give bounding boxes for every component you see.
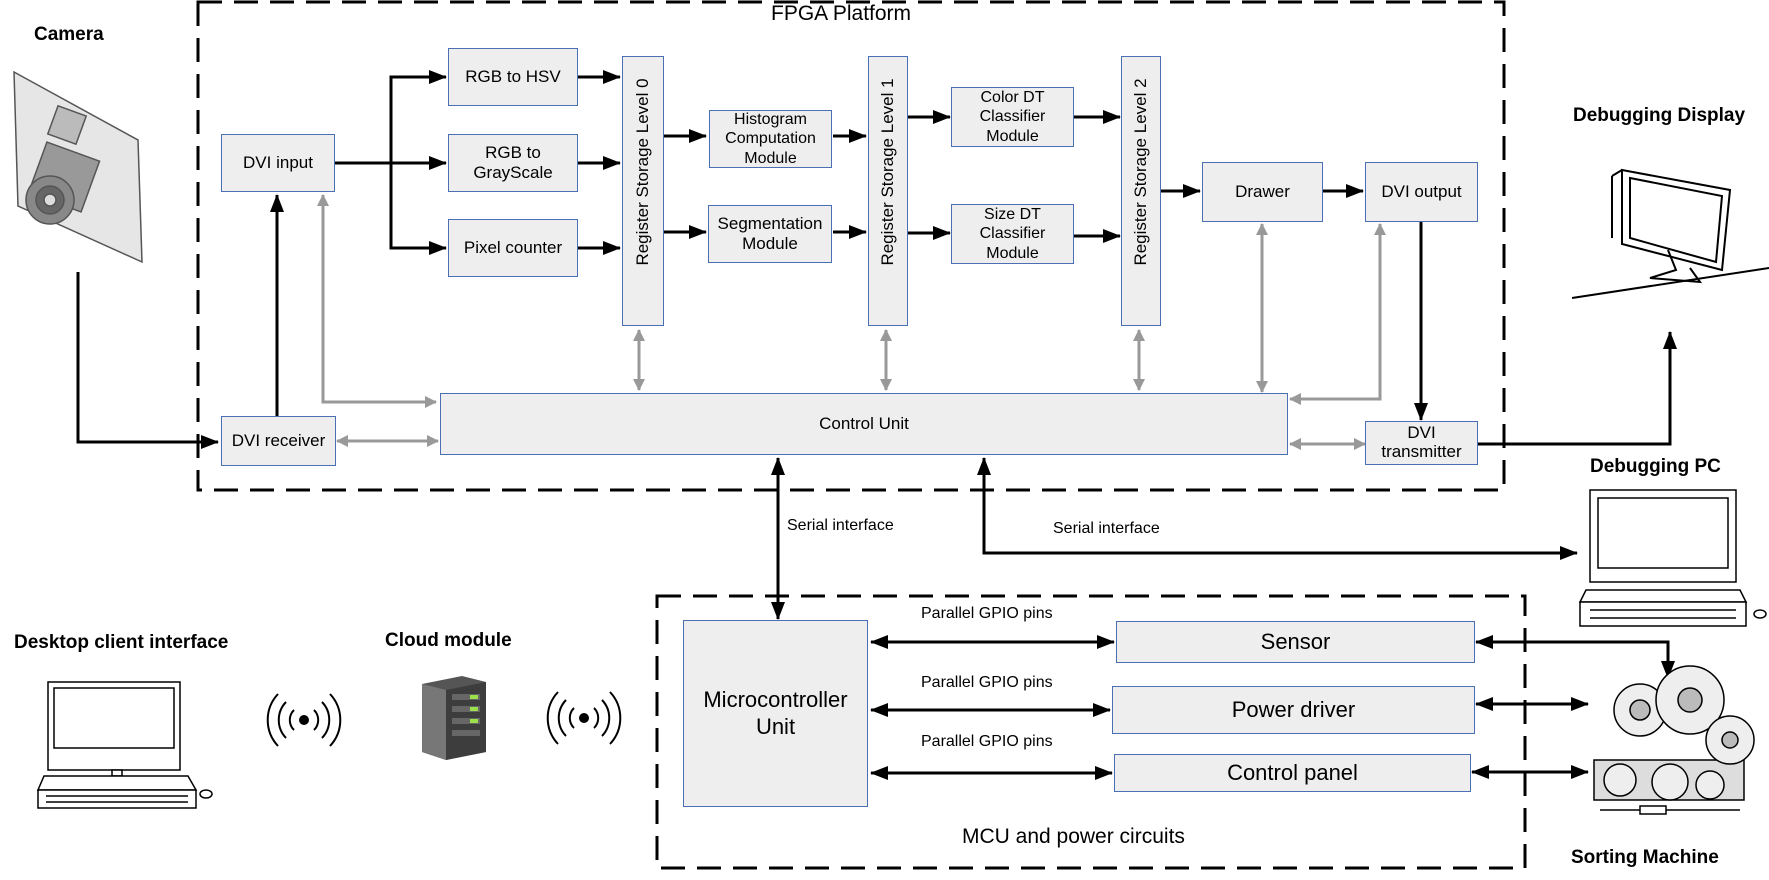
- register-storage-level-1[interactable]: [868, 56, 908, 326]
- sorting-machine-icon: [1593, 665, 1755, 815]
- dvi-input-block[interactable]: DVI input: [221, 134, 335, 192]
- server-icon: [422, 676, 486, 760]
- monitor-icon: [1571, 168, 1769, 299]
- gpio-label-3: Parallel GPIO pins: [921, 733, 1053, 750]
- sorting-machine-title: Sorting Machine: [1571, 847, 1719, 868]
- arrow-sensor-machine: [1475, 635, 1675, 679]
- rgb-to-hsv-block[interactable]: RGB to HSV: [448, 48, 578, 106]
- gpio-label-1: Parallel GPIO pins: [921, 605, 1053, 622]
- power-driver-block[interactable]: Power driver: [1112, 686, 1475, 734]
- arrow-to-counter: [389, 163, 447, 255]
- desktop-client-title: Desktop client interface: [14, 632, 229, 653]
- arrow-transmitter-display: [1478, 331, 1677, 446]
- wireless-icon-right: [546, 691, 622, 745]
- desktop-client-icon: [36, 681, 213, 809]
- camera-icon: [13, 70, 143, 264]
- dvi-output-block[interactable]: DVI output: [1365, 162, 1478, 222]
- register-level-2-label: Register Storage Level 2: [1131, 78, 1150, 266]
- pixel-counter-block[interactable]: Pixel counter: [448, 219, 578, 277]
- drawer-block[interactable]: Drawer: [1202, 162, 1323, 222]
- debugging-display-title: Debugging Display: [1573, 105, 1746, 126]
- mcu-section-title: MCU and power circuits: [962, 825, 1185, 848]
- arrow-to-hsv: [389, 70, 447, 163]
- mcu-frame: [655, 594, 1527, 870]
- debug-pc-icon: [1578, 489, 1767, 627]
- serial-interface-label-1: Serial interface: [787, 517, 894, 534]
- arrow-camera-receiver: [76, 272, 219, 449]
- cloud-module-title: Cloud module: [385, 630, 512, 651]
- register-storage-level-0[interactable]: [622, 56, 664, 326]
- ctrl-input-cu: [317, 194, 437, 408]
- sensor-block[interactable]: Sensor: [1116, 621, 1475, 663]
- ctrl-output-cu: [1289, 223, 1386, 405]
- gpio-label-2: Parallel GPIO pins: [921, 674, 1053, 691]
- control-panel-block[interactable]: Control panel: [1114, 754, 1471, 792]
- register-level-0-label: Register Storage Level 0: [633, 78, 652, 266]
- register-storage-level-2[interactable]: [1121, 56, 1161, 326]
- control-unit-block[interactable]: Control Unit: [440, 393, 1288, 455]
- serial-interface-label-2: Serial interface: [1053, 520, 1160, 537]
- arrow-serial-pc: [977, 457, 1578, 560]
- camera-title: Camera: [34, 24, 104, 45]
- fpga-platform-frame: [196, 0, 1506, 492]
- debugging-pc-title: Debugging PC: [1590, 456, 1721, 477]
- register-level-1-label: Register Storage Level 1: [878, 78, 897, 266]
- fpga-platform-title: FPGA Platform: [771, 2, 912, 25]
- dvi-receiver-block[interactable]: DVI receiver: [221, 416, 336, 466]
- wireless-icon-left: [266, 693, 342, 747]
